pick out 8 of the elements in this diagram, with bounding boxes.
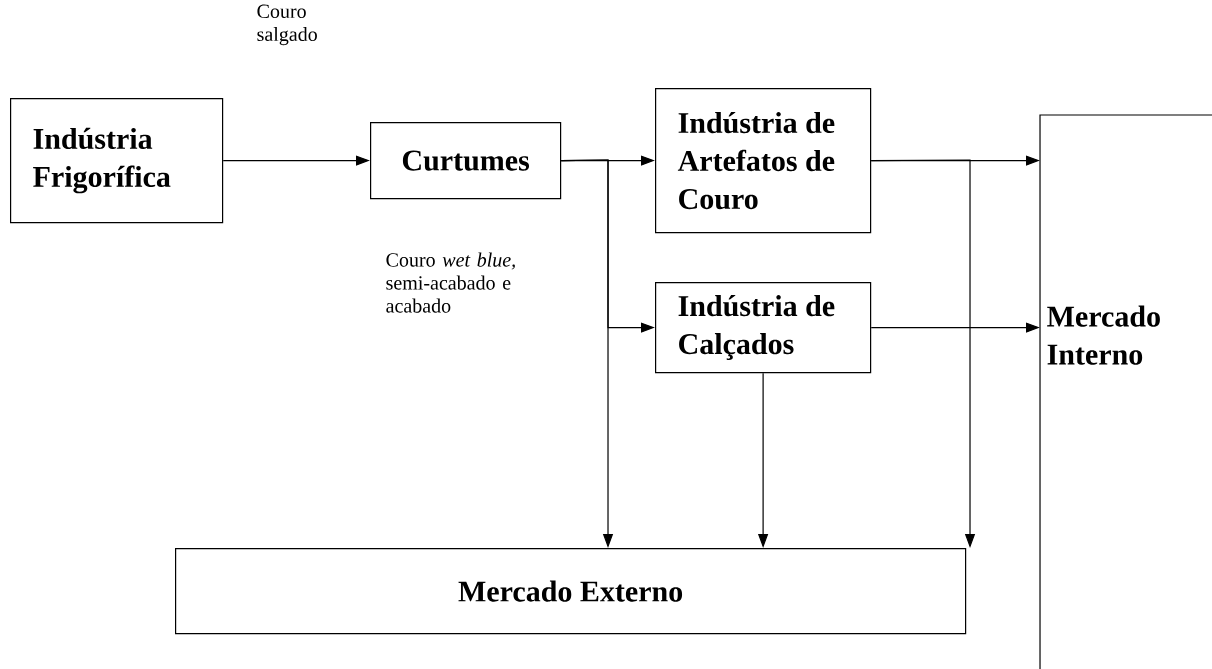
note-text: Couro wet blue, semi-acabado e acabado	[386, 252, 515, 313]
process-box: Indústria Frigorífica	[10, 98, 224, 224]
note-text: Couro salgado	[257, 4, 317, 46]
process-box: Indústria de Artefatos de Couro	[655, 88, 872, 234]
market-panel: Mercado Interno	[1039, 114, 1212, 669]
process-box: Mercado Externo	[175, 548, 967, 635]
process-box: Curtumes	[370, 122, 562, 200]
process-box: Indústria de Calçados	[655, 282, 872, 374]
